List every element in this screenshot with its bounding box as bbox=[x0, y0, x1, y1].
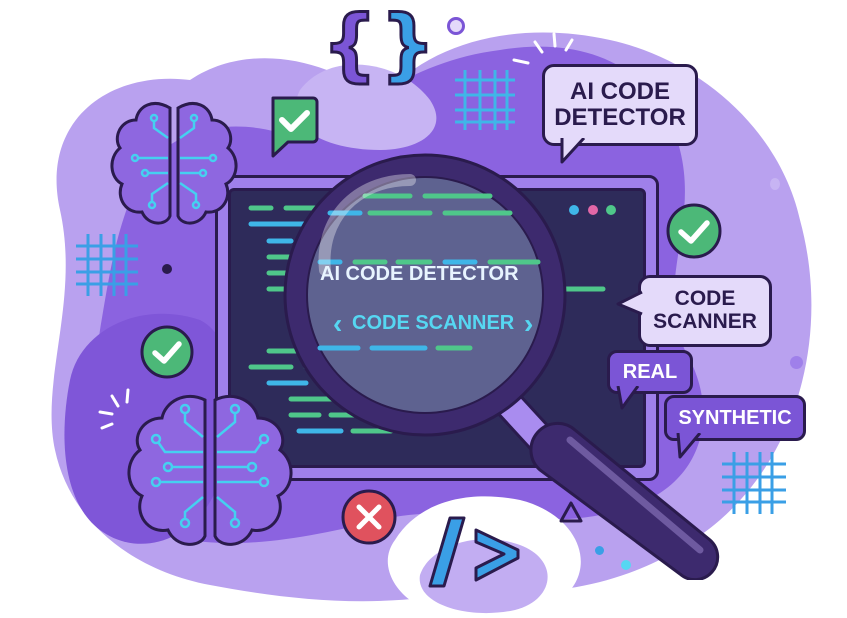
bubble-tail bbox=[560, 138, 586, 164]
lens-left-chevron-icon: ‹ bbox=[333, 308, 343, 339]
bubble-line-1: AI CODE bbox=[569, 78, 670, 106]
grid-icon bbox=[722, 452, 786, 514]
sparkle-icon bbox=[98, 388, 130, 430]
grid-icon bbox=[455, 70, 515, 130]
magnifier-icon bbox=[283, 153, 720, 580]
check-icon bbox=[140, 325, 194, 379]
bubble-line-2: DETECTOR bbox=[554, 104, 686, 131]
brain-circuit-icon bbox=[127, 394, 293, 546]
close-icon bbox=[341, 489, 397, 545]
window-dot-green-icon bbox=[606, 205, 616, 215]
dot-decoration-icon bbox=[162, 264, 172, 274]
bubble-line-1: CODE bbox=[674, 287, 736, 311]
check-icon bbox=[271, 96, 319, 158]
brain-circuit-icon bbox=[110, 102, 238, 225]
code-tag-icon bbox=[428, 516, 520, 588]
check-icon bbox=[666, 203, 722, 259]
grid-icon bbox=[76, 234, 138, 296]
right-brace-icon: } bbox=[379, 0, 438, 92]
ring-decoration-icon bbox=[447, 17, 465, 35]
window-dot-blue-icon bbox=[569, 205, 579, 215]
speech-bubble-ai-code-detector: AI CODE DETECTOR bbox=[542, 64, 698, 146]
dot-decoration-icon bbox=[621, 560, 631, 570]
lens-subtitle: CODE SCANNER bbox=[352, 312, 515, 334]
lens-title: AI CODE DETECTOR bbox=[320, 263, 519, 285]
bubble-line-2: SCANNER bbox=[653, 310, 757, 333]
bubble-tail bbox=[616, 386, 640, 410]
sparkle-icon bbox=[512, 32, 574, 65]
triangle-icon bbox=[559, 501, 583, 523]
window-dot-pink-icon bbox=[588, 205, 598, 215]
bubble-tail bbox=[676, 433, 702, 459]
dot-decoration-icon bbox=[595, 546, 604, 555]
lens-right-chevron-icon: › bbox=[524, 308, 534, 339]
left-brace-icon: { bbox=[321, 0, 380, 92]
speech-bubble-code-scanner: CODE SCANNER bbox=[638, 275, 772, 347]
dot-decoration-icon bbox=[790, 356, 803, 369]
dot-decoration-icon bbox=[770, 178, 780, 190]
bubble-tail bbox=[616, 290, 643, 316]
